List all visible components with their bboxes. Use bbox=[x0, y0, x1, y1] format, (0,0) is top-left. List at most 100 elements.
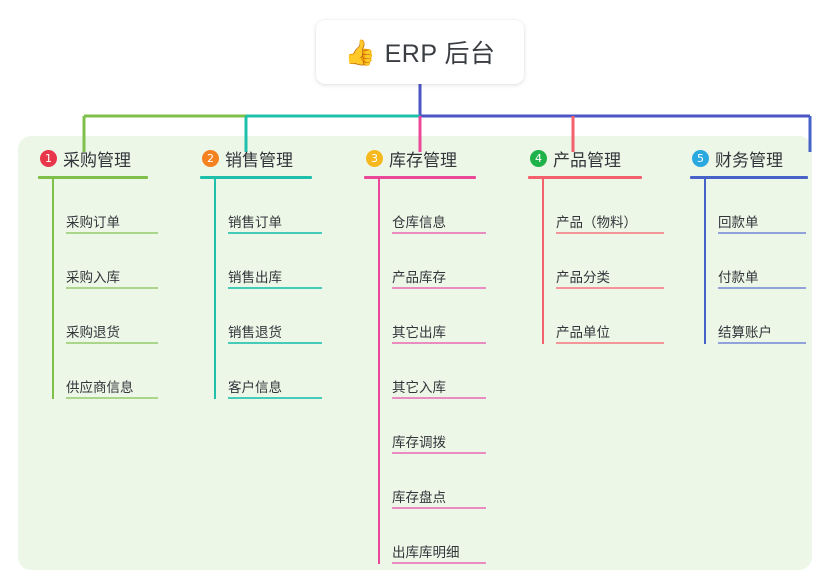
menu-item-rule bbox=[66, 232, 158, 234]
column-2: 2 销售管理销售订单销售出库销售退货客户信息 bbox=[200, 146, 322, 399]
menu-item-rule bbox=[718, 342, 806, 344]
menu-item-label: 销售出库 bbox=[228, 269, 282, 285]
menu-item-label: 回款单 bbox=[718, 214, 759, 230]
column-rule-1 bbox=[38, 176, 148, 179]
menu-item-rule bbox=[392, 452, 486, 454]
column-badge-1: 1 bbox=[40, 149, 57, 167]
menu-item[interactable]: 产品库存 bbox=[378, 234, 486, 289]
menu-item-rule bbox=[556, 287, 664, 289]
column-items-2: 销售订单销售出库销售退货客户信息 bbox=[200, 179, 322, 399]
menu-item-rule bbox=[228, 232, 322, 234]
menu-item-label: 付款单 bbox=[718, 269, 759, 285]
menu-item[interactable]: 其它出库 bbox=[378, 289, 486, 344]
menu-item-rule bbox=[718, 232, 806, 234]
menu-item-rule bbox=[66, 287, 158, 289]
column-header-4[interactable]: 4 产品管理 bbox=[528, 146, 643, 170]
menu-item[interactable]: 销售订单 bbox=[214, 179, 322, 234]
menu-item-label: 产品单位 bbox=[556, 324, 610, 340]
menu-item[interactable]: 其它入库 bbox=[378, 344, 486, 399]
column-badge-4: 4 bbox=[530, 149, 547, 167]
menu-item-rule bbox=[228, 342, 322, 344]
menu-item-label: 结算账户 bbox=[718, 324, 772, 340]
column-items-4: 产品（物料） 产品分类产品单位 bbox=[528, 179, 664, 344]
column-title-4: 产品管理 bbox=[553, 150, 621, 170]
menu-item-rule bbox=[66, 397, 158, 399]
menu-item-label: 库存调拨 bbox=[392, 434, 446, 450]
column-spine-2 bbox=[214, 179, 216, 399]
menu-item-label: 产品库存 bbox=[392, 269, 446, 285]
column-badge-5: 5 bbox=[692, 149, 709, 167]
menu-item[interactable]: 产品单位 bbox=[542, 289, 664, 344]
menu-item[interactable]: 出库库明细 bbox=[378, 509, 486, 564]
menu-item-rule bbox=[392, 342, 486, 344]
menu-item-rule bbox=[392, 397, 486, 399]
menu-item-label: 产品（物料） bbox=[556, 214, 637, 230]
menu-item-rule bbox=[556, 342, 664, 344]
column-items-5: 回款单付款单结算账户 bbox=[690, 179, 808, 344]
column-items-1: 采购订单采购入库采购退货供应商信息 bbox=[38, 179, 158, 399]
column-spine-5 bbox=[704, 179, 706, 344]
menu-item-label: 出库库明细 bbox=[392, 544, 460, 560]
menu-item-label: 客户信息 bbox=[228, 379, 282, 395]
menu-item[interactable]: 产品分类 bbox=[542, 234, 664, 289]
column-rule-5 bbox=[690, 176, 808, 179]
column-title-5: 财务管理 bbox=[715, 150, 783, 170]
board-background bbox=[18, 136, 812, 570]
menu-item[interactable]: 库存盘点 bbox=[378, 454, 486, 509]
menu-item[interactable]: 采购入库 bbox=[52, 234, 158, 289]
column-items-3: 仓库信息产品库存其它出库其它入库库存调拨库存盘点出库库明细 bbox=[364, 179, 486, 564]
menu-item-rule bbox=[392, 562, 486, 564]
column-rule-4 bbox=[528, 176, 642, 179]
menu-item-label: 其它出库 bbox=[392, 324, 446, 340]
menu-item-label: 其它入库 bbox=[392, 379, 446, 395]
column-spine-1 bbox=[52, 179, 54, 399]
column-rule-2 bbox=[200, 176, 312, 179]
menu-item[interactable]: 库存调拨 bbox=[378, 399, 486, 454]
menu-item-rule bbox=[228, 287, 322, 289]
column-badge-2: 2 bbox=[202, 149, 219, 167]
column-5: 5 财务管理回款单付款单结算账户 bbox=[690, 146, 808, 344]
menu-item-rule bbox=[718, 287, 806, 289]
menu-item-rule bbox=[392, 507, 486, 509]
column-4: 4 产品管理产品（物料） 产品分类产品单位 bbox=[528, 146, 664, 344]
menu-item[interactable]: 销售退货 bbox=[214, 289, 322, 344]
menu-item-label: 采购订单 bbox=[66, 214, 120, 230]
menu-item[interactable]: 回款单 bbox=[704, 179, 808, 234]
column-badge-3: 3 bbox=[366, 149, 383, 167]
menu-item-label: 仓库信息 bbox=[392, 214, 446, 230]
menu-item-label: 产品分类 bbox=[556, 269, 610, 285]
thumbs-up-icon: 👍 bbox=[344, 37, 376, 67]
column-spine-3 bbox=[378, 179, 380, 564]
menu-item[interactable]: 产品（物料） bbox=[542, 179, 664, 234]
column-title-2: 销售管理 bbox=[225, 150, 293, 170]
column-title-3: 库存管理 bbox=[389, 150, 457, 170]
menu-item[interactable]: 采购退货 bbox=[52, 289, 158, 344]
menu-item[interactable]: 客户信息 bbox=[214, 344, 322, 399]
column-header-5[interactable]: 5 财务管理 bbox=[690, 146, 808, 170]
menu-item-label: 库存盘点 bbox=[392, 489, 446, 505]
menu-item[interactable]: 付款单 bbox=[704, 234, 808, 289]
menu-item-rule bbox=[392, 287, 486, 289]
menu-item-rule bbox=[392, 232, 486, 234]
menu-item[interactable]: 结算账户 bbox=[704, 289, 808, 344]
column-rule-3 bbox=[364, 176, 476, 179]
menu-item-label: 采购退货 bbox=[66, 324, 120, 340]
column-header-2[interactable]: 2 销售管理 bbox=[200, 146, 312, 170]
menu-item-label: 销售退货 bbox=[228, 324, 282, 340]
column-header-1[interactable]: 1 采购管理 bbox=[38, 146, 148, 170]
menu-item[interactable]: 销售出库 bbox=[214, 234, 322, 289]
menu-item-label: 供应商信息 bbox=[66, 379, 134, 395]
root-node[interactable]: 👍 ERP 后台 bbox=[316, 20, 524, 84]
menu-item[interactable]: 仓库信息 bbox=[378, 179, 486, 234]
menu-item-label: 销售订单 bbox=[228, 214, 282, 230]
menu-item-rule bbox=[556, 232, 664, 234]
root-title: ERP 后台 bbox=[384, 40, 496, 68]
column-spine-4 bbox=[542, 179, 544, 344]
menu-item[interactable]: 采购订单 bbox=[52, 179, 158, 234]
column-1: 1 采购管理采购订单采购入库采购退货供应商信息 bbox=[38, 146, 158, 399]
menu-item-rule bbox=[228, 397, 322, 399]
column-header-3[interactable]: 3 库存管理 bbox=[364, 146, 476, 170]
menu-item[interactable]: 供应商信息 bbox=[52, 344, 158, 399]
column-3: 3 库存管理仓库信息产品库存其它出库其它入库库存调拨库存盘点出库库明细 bbox=[364, 146, 486, 564]
column-title-1: 采购管理 bbox=[63, 150, 131, 170]
